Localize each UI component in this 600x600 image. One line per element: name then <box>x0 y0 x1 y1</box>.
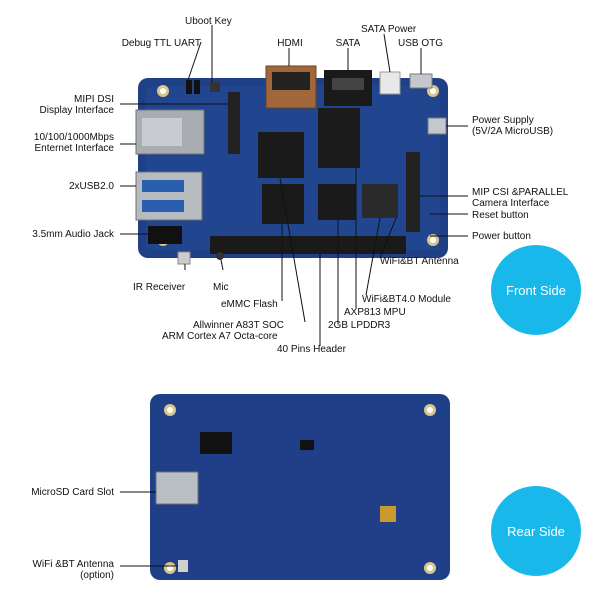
label-usb-otg: USB OTG <box>398 38 444 49</box>
label-ethernet: 10/100/1000Mbps <box>33 132 114 143</box>
soc-chip <box>258 132 304 178</box>
label-csi: MIP CSI &PARALLEL <box>472 187 569 198</box>
label-emmc: eMMC Flash <box>221 299 278 310</box>
label-wifi-antenna: WiFi&BT Antenna <box>380 256 459 267</box>
label-ethernet-interface: Enternet Interface <box>34 143 115 154</box>
label-uboot-key: Uboot Key <box>185 16 232 27</box>
label-microsd: MicroSD Card Slot <box>31 487 114 498</box>
label-axp813: AXP813 MPU <box>344 307 406 318</box>
label-power-supply: Power Supply <box>472 115 534 126</box>
front-side-badge: Front Side <box>491 245 581 335</box>
rear-antenna-connector <box>178 560 188 572</box>
label-usb2: 2xUSB2.0 <box>68 181 114 192</box>
wifi-module <box>362 184 398 218</box>
label-rear-antenna-option: (option) <box>80 570 114 581</box>
label-reset-button: Reset button <box>472 210 529 221</box>
gpio-header <box>210 236 406 254</box>
label-debug-uart: Debug TTL UART <box>121 38 201 49</box>
lpddr3-chip <box>318 184 356 220</box>
label-40-pins: 40 Pins Header <box>277 344 346 355</box>
rear-side-badge: Rear Side <box>491 486 581 576</box>
axp-chip <box>318 108 360 168</box>
audio-jack <box>148 226 182 244</box>
microsd-slot <box>155 471 199 505</box>
emmc-chip <box>262 184 304 224</box>
mipi-dsi-connector <box>228 92 240 154</box>
usb-otg-port <box>409 73 433 89</box>
label-rear-antenna: WiFi &BT Antenna <box>32 559 114 570</box>
label-soc-core: ARM Cortex A7 Octa-core <box>162 331 278 342</box>
label-audio-jack: 3.5mm Audio Jack <box>32 229 114 240</box>
label-ir-receiver: IR Receiver <box>133 282 186 293</box>
sata-power-connector <box>379 71 401 95</box>
usb-ports <box>135 171 203 221</box>
label-mic: Mic <box>213 282 229 293</box>
label-sata-power: SATA Power <box>361 24 417 35</box>
csi-connector <box>406 152 420 232</box>
label-wifi-module: WiFi&BT4.0 Module <box>362 294 451 305</box>
label-hdmi: HDMI <box>277 38 303 49</box>
label-power-button: Power button <box>472 231 531 242</box>
label-sata: SATA <box>335 38 361 49</box>
label-mipi-display: Display Interface <box>39 105 114 116</box>
power-microusb <box>427 117 447 135</box>
label-camera-interface: Camera Interface <box>472 198 550 209</box>
label-lpddr3: 2GB LPDDR3 <box>328 320 391 331</box>
label-power-supply-spec: (5V/2A MicroUSB) <box>472 126 554 137</box>
label-soc: Allwinner A83T SOC <box>193 320 284 331</box>
label-mipi-dsi: MIPI DSI <box>73 94 114 105</box>
rear-board <box>150 394 450 580</box>
